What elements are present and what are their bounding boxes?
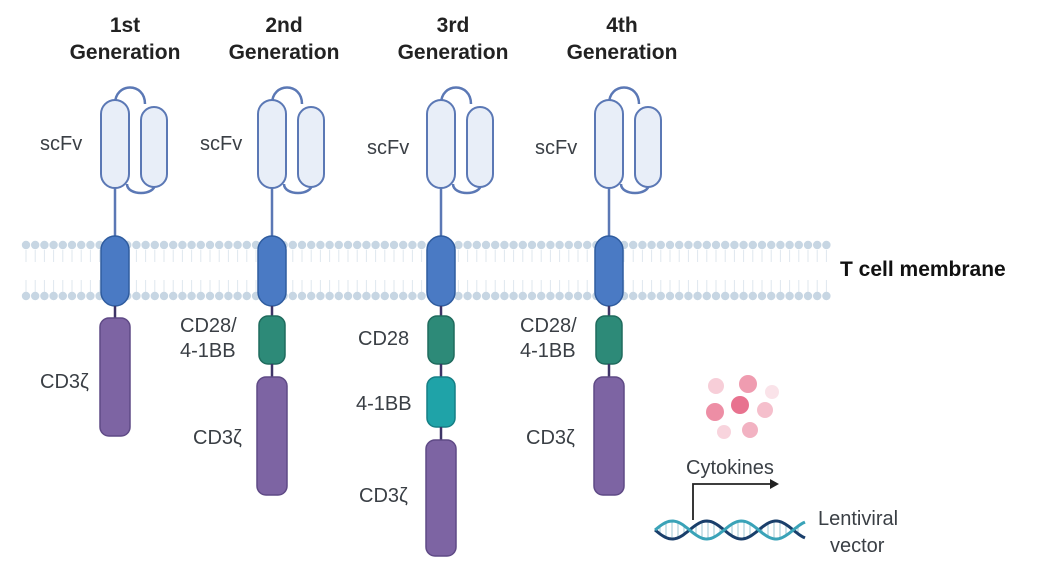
gen2-costim-label-line1: CD28/ [180,315,237,337]
cytokine-particle [739,375,757,393]
dna-strand-1 [654,519,806,541]
t-cell-membrane [21,240,831,301]
gen3-scfv-heavy-chain [426,99,456,189]
gen1-scfv-heavy-chain [100,99,130,189]
cytokine-particle [706,403,724,421]
gen3-scfv-linker [439,86,473,105]
vector-label-line1: Lentiviral [818,508,899,530]
gen3-scfv-light-chain [466,106,494,188]
gen1-cd3z-domain [99,317,131,437]
gen1-transmembrane-domain [100,235,130,307]
gen4-costim-label-line2: 4-1BB [520,340,576,362]
dna-strand-2 [654,519,806,541]
gen3-cd28-label: CD28 [358,328,410,350]
gen4-costim-domain [595,315,623,365]
lentiviral-vector-dna-icon [654,479,806,541]
vector-label-line2: vector [830,535,885,557]
cytokines-label: Cytokines [686,457,774,479]
gen3-41bb-domain [426,376,456,428]
gen3-receptor [425,86,494,557]
gen1-scfv-light-chain [140,106,168,188]
gen1-scfv-label: scFv [40,133,83,155]
gen3-cd28-domain [427,315,455,365]
gen4-receptor [593,86,662,496]
gen4-scfv-heavy-chain [594,99,624,189]
gen2-transmembrane-domain [257,235,287,307]
membrane-dots [21,240,831,301]
cytokines-cluster [706,375,779,439]
promoter-arrowhead [770,479,779,489]
gen4-scfv-label: scFv [535,137,578,159]
cytokine-particle [765,385,779,399]
cytokine-particle [757,402,773,418]
gen4-costim-label-line1: CD28/ [520,315,577,337]
gen3-cd3z-domain [425,439,457,557]
gen1-cd3z-label: CD3ζ [40,371,89,393]
gen2-receptor [256,86,325,496]
gen3-scfv-label: scFv [367,137,410,159]
gen2-costim-label-line2: 4-1BB [180,340,236,362]
gen4-cd3z-domain [593,376,625,496]
gen4-transmembrane-domain [594,235,624,307]
cytokine-particle [717,425,731,439]
gen4-scfv-light-chain [634,106,662,188]
promoter-arrow [692,483,770,520]
gen3-transmembrane-domain [426,235,456,307]
gen2-cd3z-domain [256,376,288,496]
car-receptors [99,86,662,557]
gen4-cd3z-label: CD3ζ [526,427,575,449]
cytokine-particle [708,378,724,394]
gen2-scfv-heavy-chain [257,99,287,189]
gen2-costim-domain [258,315,286,365]
membrane-label: T cell membrane [840,258,1006,281]
gen3-41bb-label: 4-1BB [356,393,412,415]
gen2-scfv-label: scFv [200,133,243,155]
gen2-cd3z-label: CD3ζ [193,427,242,449]
gen3-cd3z-label: CD3ζ [359,485,408,507]
gen1-scfv-linker [113,86,147,105]
membrane-tails [25,250,827,292]
gen1-receptor [99,86,168,437]
gen2-scfv-light-chain [297,106,325,188]
gen4-scfv-linker [607,86,641,105]
gen2-scfv-linker [270,86,304,105]
cytokine-particle [731,396,749,414]
cytokine-particle [742,422,758,438]
